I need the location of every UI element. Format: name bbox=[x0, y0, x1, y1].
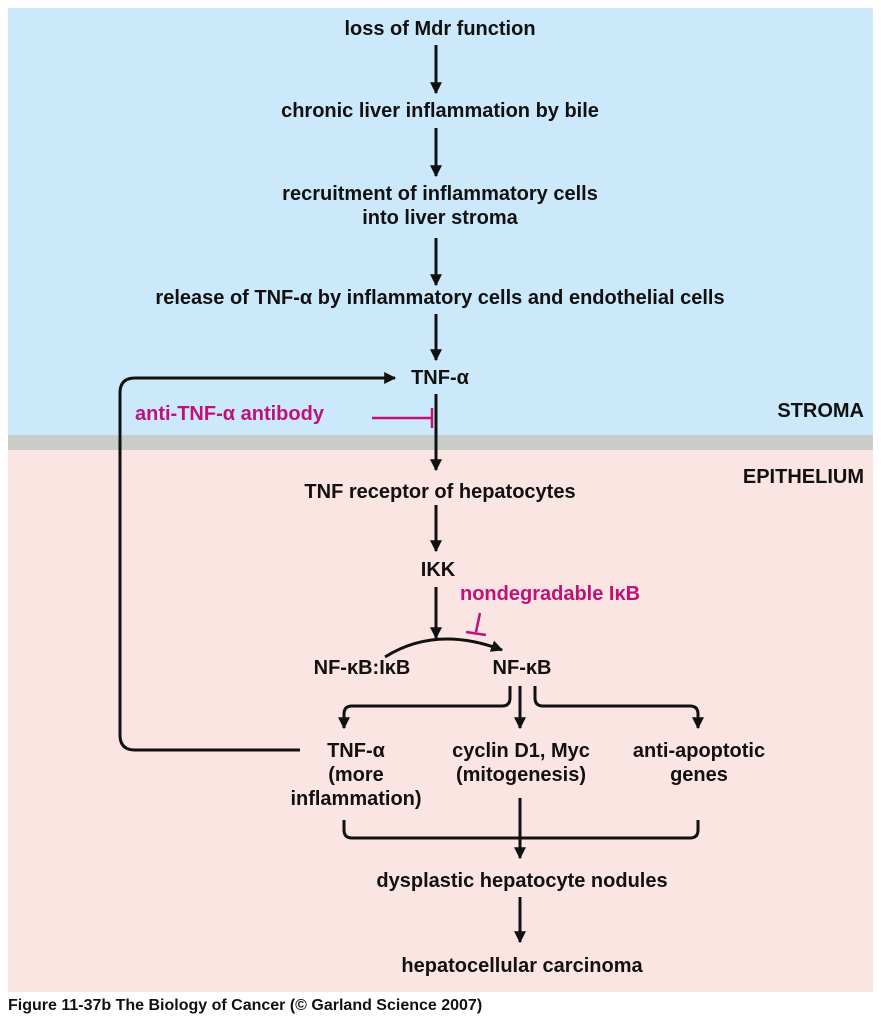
node-cyclin-line2: (mitogenesis) bbox=[455, 764, 587, 786]
node-recruitment-line2: into liver stroma bbox=[362, 207, 518, 229]
node-nfkb: NF-κB bbox=[492, 657, 552, 679]
node-recruitment: recruitment of inflammatory cells into l… bbox=[282, 182, 598, 230]
node-antiapop-line2: genes bbox=[670, 764, 728, 786]
node-anti-apoptotic-genes: anti-apoptotic genes bbox=[633, 739, 765, 787]
arrow-nfkb-to-tnf-more bbox=[338, 686, 512, 730]
node-chronic-inflammation: chronic liver inflammation by bile bbox=[281, 100, 599, 122]
stroma-epithelium-boundary bbox=[8, 435, 873, 450]
node-cyclin-line1: cyclin D1, Myc bbox=[452, 740, 590, 762]
feedback-loop-arrow bbox=[118, 372, 397, 752]
node-tnf-alpha: TNF-α bbox=[411, 367, 469, 389]
inhibitor-ikb-bar bbox=[465, 630, 487, 637]
node-tnf-more-line3: inflammation) bbox=[290, 788, 422, 810]
node-recruitment-line1: recruitment of inflammatory cells bbox=[282, 183, 598, 205]
node-cyclin-myc: cyclin D1, Myc (mitogenesis) bbox=[452, 739, 590, 787]
region-label-stroma: STROMA bbox=[777, 400, 864, 422]
node-tnf-more-inflammation: TNF-α (more inflammation) bbox=[290, 739, 421, 811]
region-label-epithelium: EPITHELIUM bbox=[742, 466, 864, 488]
arrow-nfkb-to-antiapoptotic bbox=[533, 686, 704, 730]
node-tnf-more-line2: (more bbox=[328, 764, 384, 786]
node-nfkb-ikb-complex: NF-κB:IκB bbox=[313, 657, 411, 679]
node-tnf-more-line1: TNF-α bbox=[327, 740, 385, 762]
inhibitor-anti-tnf-antibody: anti-TNF-α antibody bbox=[135, 403, 324, 425]
arrow-complex-to-nfkb bbox=[384, 637, 504, 659]
stroma-region bbox=[8, 8, 873, 435]
node-loss-mdr: loss of Mdr function bbox=[344, 18, 536, 40]
node-release-tnf: release of TNF-α by inflammatory cells a… bbox=[155, 287, 725, 309]
inhibitor-nondegradable-ikb: nondegradable IκB bbox=[460, 583, 641, 605]
node-antiapop-line1: anti-apoptotic bbox=[632, 740, 766, 762]
inhibitor-ikb-stem bbox=[474, 612, 482, 633]
node-dysplastic-nodules: dysplastic hepatocyte nodules bbox=[376, 870, 668, 892]
node-ikk: IKK bbox=[420, 559, 456, 581]
figure-caption: Figure 11-37b The Biology of Cancer (© G… bbox=[8, 997, 483, 1014]
node-hepatocellular-carcinoma: hepatocellular carcinoma bbox=[401, 955, 643, 977]
node-tnf-receptor: TNF receptor of hepatocytes bbox=[304, 481, 576, 503]
